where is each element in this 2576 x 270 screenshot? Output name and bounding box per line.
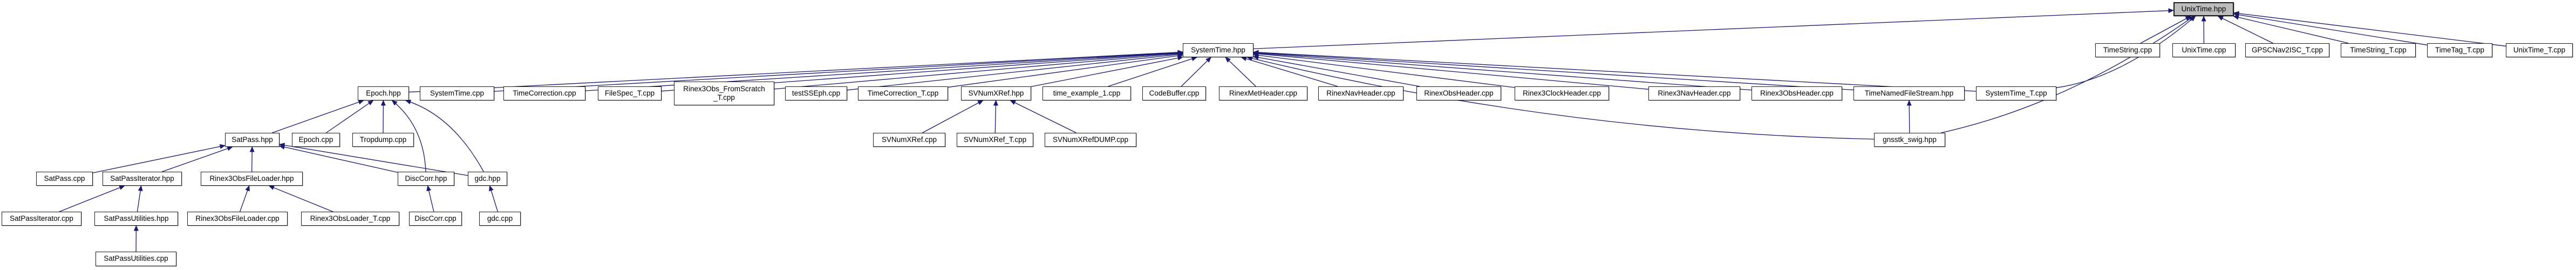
node-satpass-hpp[interactable]: SatPass.hpp bbox=[225, 133, 280, 147]
node-satpassiterator-hpp[interactable]: SatPassIterator.hpp bbox=[103, 172, 182, 186]
edge-timenamedfilestream-hpp-to-systemtime-hpp bbox=[1253, 50, 1854, 91]
node-rinexmetheader-cpp[interactable]: RinexMetHeader.cpp bbox=[1219, 86, 1307, 100]
node-gnsstk-swig-hpp[interactable]: gnsstk_swig.hpp bbox=[1874, 133, 1945, 147]
node-time-example-1-cpp[interactable]: time_example_1.cpp bbox=[1042, 86, 1131, 100]
edge-codebuffer-cpp-to-systemtime-hpp bbox=[1181, 57, 1211, 87]
edge-gpscnav2isc-t-cpp-to-unixtime-hpp bbox=[2217, 16, 2273, 44]
edge-systemtime-t-cpp-to-systemtime-hpp bbox=[1253, 50, 1977, 92]
edge-disccorr-cpp-to-disccorr-hpp bbox=[426, 185, 434, 212]
edge-systemtime-cpp-to-systemtime-hpp bbox=[494, 50, 1183, 92]
node-rinex3obsfileloader-hpp[interactable]: Rinex3ObsFileLoader.hpp bbox=[201, 172, 303, 186]
node-gdc-cpp[interactable]: gdc.cpp bbox=[479, 212, 521, 226]
node-unixtime-cpp[interactable]: UnixTime.cpp bbox=[2172, 43, 2236, 57]
node-rinex3clockheader-cpp[interactable]: Rinex3ClockHeader.cpp bbox=[1515, 86, 1609, 100]
node-timecorrection-t-cpp[interactable]: TimeCorrection_T.cpp bbox=[858, 86, 948, 100]
edge-epoch-hpp-to-systemtime-hpp bbox=[408, 50, 1183, 93]
edge-timestring-cpp-to-unixtime-hpp bbox=[2140, 16, 2191, 44]
node-svnumxref-cpp[interactable]: SVNumXRef.cpp bbox=[873, 133, 945, 147]
edge-timestring-t-cpp-to-unixtime-hpp bbox=[2233, 15, 2349, 44]
node-satpassutilities-cpp[interactable]: SatPassUtilities.cpp bbox=[96, 252, 176, 266]
node-svnumxref-hpp[interactable]: SVNumXRef.hpp bbox=[961, 86, 1031, 100]
edge-timetag-t-cpp-to-unixtime-hpp bbox=[2233, 12, 2428, 45]
node-svnumxref-t-cpp[interactable]: SVNumXRef_T.cpp bbox=[957, 133, 1033, 147]
edge-rinex3clockheader-cpp-to-systemtime-hpp bbox=[1253, 52, 1515, 88]
node-systemtime-hpp[interactable]: SystemTime.hpp bbox=[1183, 43, 1253, 57]
edge-rinex3obsheader-cpp-to-systemtime-hpp bbox=[1253, 51, 1752, 91]
edge-gdc-hpp-to-epoch-hpp bbox=[405, 99, 484, 172]
edge-rinex3obsloader-t-cpp-to-rinex3obsfileloader-hpp bbox=[268, 185, 333, 212]
edge-rinex3navheader-cpp-to-systemtime-hpp bbox=[1253, 51, 1649, 90]
node-timenamedfilestream-hpp[interactable]: TimeNamedFileStream.hpp bbox=[1853, 86, 1965, 100]
node-rinexnavheader-cpp[interactable]: RinexNavHeader.cpp bbox=[1318, 86, 1403, 100]
edge-systemtime-t-cpp-to-unixtime-hpp bbox=[2056, 16, 2196, 89]
edge-systemtime-hpp-to-unixtime-hpp bbox=[1253, 8, 2174, 49]
edge-gnsstk-swig-hpp-to-timenamedfilestream-hpp bbox=[1906, 100, 1912, 133]
node-satpassutilities-hpp[interactable]: SatPassUtilities.hpp bbox=[94, 212, 178, 226]
node-testsseph-cpp[interactable]: testSSEph.cpp bbox=[785, 86, 847, 100]
edge-satpass-hpp-to-epoch-hpp bbox=[272, 99, 364, 133]
edge-testsseph-cpp-to-systemtime-hpp bbox=[847, 52, 1183, 91]
edge-gdc-cpp-to-gdc-hpp bbox=[489, 185, 499, 212]
node-filespec-t-cpp[interactable]: FileSpec_T.cpp bbox=[598, 86, 662, 100]
edge-rinex3obsfileloader-hpp-to-satpass-hpp bbox=[249, 146, 255, 172]
node-tropdump-cpp[interactable]: Tropdump.cpp bbox=[352, 133, 414, 147]
node-svnumxrefdump-cpp[interactable]: SVNumXRefDUMP.cpp bbox=[1045, 133, 1136, 147]
node-unixtime-hpp[interactable]: UnixTime.hpp bbox=[2173, 2, 2234, 16]
node-satpass-cpp[interactable]: SatPass.cpp bbox=[36, 172, 93, 186]
edge-rinex3obsfileloader-cpp-to-rinex3obsfileloader-hpp bbox=[240, 185, 250, 212]
edge-satpassiterator-hpp-to-satpass-hpp bbox=[162, 146, 233, 172]
edge-satpassutilities-hpp-to-satpassiterator-hpp bbox=[137, 185, 143, 212]
node-systemtime-t-cpp[interactable]: SystemTime_T.cpp bbox=[1976, 86, 2056, 100]
edge-epoch-cpp-to-epoch-hpp bbox=[326, 100, 374, 133]
edge-svnumxref-cpp-to-svnumxref-hpp bbox=[922, 100, 984, 133]
edge-gnsstk-swig-hpp-to-unixtime-hpp bbox=[1941, 16, 2195, 133]
edge-time-example-1-cpp-to-systemtime-hpp bbox=[1108, 56, 1197, 87]
edge-gdc-hpp-to-satpass-hpp bbox=[279, 143, 468, 176]
edge-svnumxrefdump-cpp-to-svnumxref-hpp bbox=[1010, 100, 1076, 133]
node-timestring-cpp[interactable]: TimeString.cpp bbox=[2095, 43, 2160, 57]
edge-rinexnavheader-cpp-to-systemtime-hpp bbox=[1241, 56, 1338, 87]
node-disccorr-cpp[interactable]: DiscCorr.cpp bbox=[409, 212, 462, 226]
node-gdc-hpp[interactable]: gdc.hpp bbox=[468, 172, 507, 186]
edge-svnumxref-t-cpp-to-svnumxref-hpp bbox=[993, 100, 998, 133]
node-timecorrection-cpp[interactable]: TimeCorrection.cpp bbox=[503, 86, 585, 100]
node-rinex3obsheader-cpp[interactable]: Rinex3ObsHeader.cpp bbox=[1752, 86, 1842, 100]
node-timestring-t-cpp[interactable]: TimeString_T.cpp bbox=[2341, 43, 2416, 57]
node-codebuffer-cpp[interactable]: CodeBuffer.cpp bbox=[1142, 86, 1206, 100]
edge-svnumxref-hpp-to-systemtime-hpp bbox=[1031, 56, 1183, 87]
edge-timecorrection-t-cpp-to-systemtime-hpp bbox=[948, 53, 1183, 88]
edge-disccorr-hpp-to-epoch-hpp bbox=[391, 100, 426, 172]
node-unixtime-t-cpp[interactable]: UnixTime_T.cpp bbox=[2506, 43, 2573, 57]
edge-satpassiterator-cpp-to-satpassiterator-hpp bbox=[59, 185, 125, 212]
node-rinexobsheader-cpp[interactable]: RinexObsHeader.cpp bbox=[1416, 86, 1501, 100]
node-rinex3obs-fromscratch-t-cpp[interactable]: Rinex3Obs_FromScratch _T.cpp bbox=[674, 82, 774, 105]
edge-rinexobsheader-cpp-to-systemtime-hpp bbox=[1253, 55, 1420, 87]
node-systemtime-cpp[interactable]: SystemTime.cpp bbox=[420, 86, 494, 100]
node-satpassiterator-cpp[interactable]: SatPassIterator.cpp bbox=[2, 212, 81, 226]
edge-disccorr-hpp-to-satpass-hpp bbox=[279, 144, 398, 173]
node-gpscnav2isc-t-cpp[interactable]: GPSCNav2ISC_T.cpp bbox=[2245, 43, 2329, 57]
node-timetag-t-cpp[interactable]: TimeTag_T.cpp bbox=[2427, 43, 2492, 57]
node-disccorr-hpp[interactable]: DiscCorr.hpp bbox=[398, 172, 454, 186]
node-rinex3navheader-cpp[interactable]: Rinex3NavHeader.cpp bbox=[1648, 86, 1740, 100]
edge-satpass-cpp-to-satpass-hpp bbox=[92, 144, 226, 173]
node-rinex3obsloader-t-cpp[interactable]: Rinex3ObsLoader_T.cpp bbox=[301, 212, 399, 226]
edge-rinexmetheader-cpp-to-systemtime-hpp bbox=[1225, 57, 1256, 87]
node-epoch-hpp[interactable]: Epoch.hpp bbox=[358, 86, 409, 100]
node-rinex3obsfileloader-cpp[interactable]: Rinex3ObsFileLoader.cpp bbox=[187, 212, 288, 226]
edge-gnsstk-swig-hpp-to-systemtime-hpp bbox=[1246, 56, 1875, 140]
node-epoch-cpp[interactable]: Epoch.cpp bbox=[292, 133, 340, 147]
edge-unixtime-t-cpp-to-unixtime-hpp bbox=[2233, 11, 2506, 47]
edge-rinex3obs-fromscratch-t-cpp-to-systemtime-hpp bbox=[774, 51, 1183, 90]
